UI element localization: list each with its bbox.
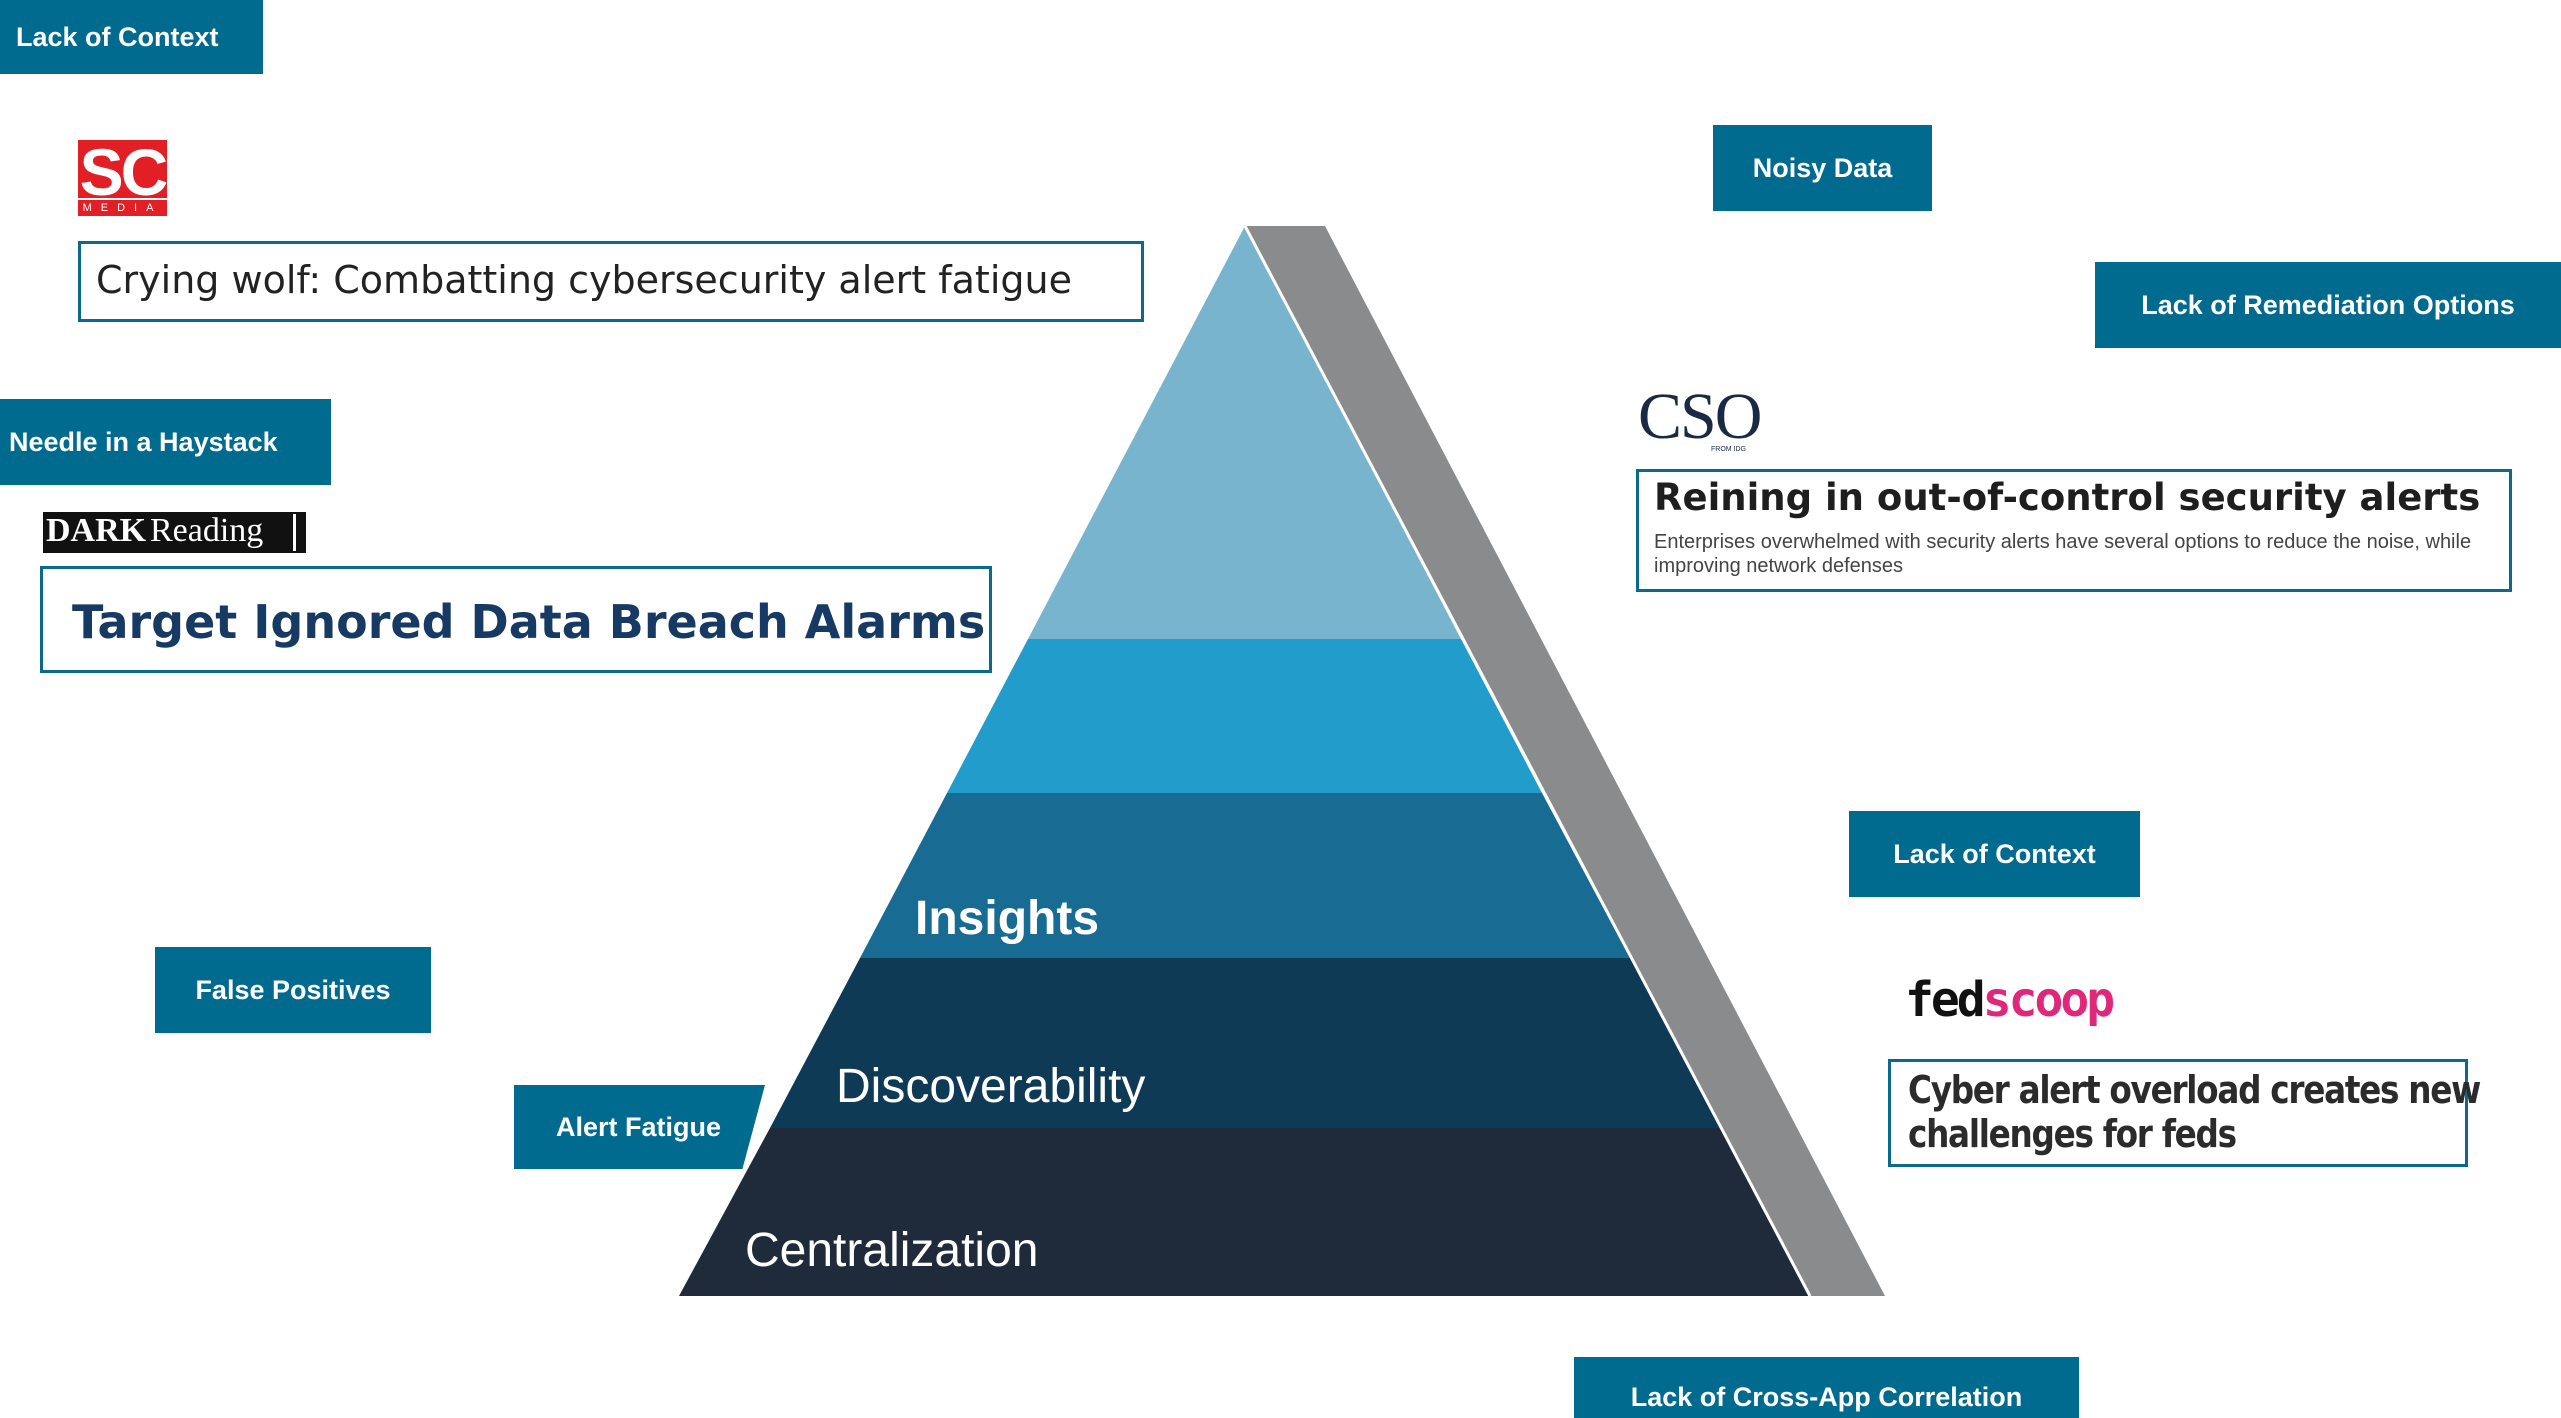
fedscoop-headline-line2: challenges for feds bbox=[1908, 1112, 2237, 1156]
sc-headline: Crying wolf: Combatting cybersecurity al… bbox=[96, 258, 1072, 302]
level-label-insights: Insights bbox=[915, 892, 1099, 945]
pyramid-level-top bbox=[1028, 226, 1461, 639]
pyramid-level-insights bbox=[860, 793, 1630, 958]
tag-alert-fatigue: Alert Fatigue bbox=[514, 1085, 765, 1169]
tag-noisy-data: Noisy Data bbox=[1713, 125, 1932, 211]
pyramid-level-discoverability bbox=[770, 958, 1720, 1128]
cso-headline: Reining in out-of-control security alert… bbox=[1654, 476, 2481, 519]
fedscoop-headline-card: Cyber alert overload creates new challen… bbox=[1888, 1059, 2481, 1167]
tag-lack-of-context-top: Lack of Context bbox=[0, 0, 263, 74]
pyramid-level-centralization bbox=[679, 1128, 1810, 1296]
pyramid-edge bbox=[1243, 225, 1812, 1297]
dark-reading-logo: DARK Reading bbox=[43, 512, 306, 553]
pyramid-side-face bbox=[1245, 226, 1885, 1296]
cso-headline-card: Reining in out-of-control security alert… bbox=[1636, 469, 2512, 592]
cso-logo: CSO FROM IDG bbox=[1638, 380, 1762, 454]
sc-headline-card: Crying wolf: Combatting cybersecurity al… bbox=[78, 241, 1144, 322]
sc-media-logo: SC MEDIA bbox=[78, 135, 168, 216]
pyramid-level-2 bbox=[947, 639, 1542, 793]
tag-needle-in-haystack: Needle in a Haystack bbox=[0, 399, 331, 485]
level-label-discoverability: Discoverability bbox=[836, 1060, 1145, 1113]
tag-false-positives: False Positives bbox=[155, 947, 431, 1033]
tag-lack-of-context-right: Lack of Context bbox=[1849, 811, 2140, 897]
fedscoop-headline-line1: Cyber alert overload creates new bbox=[1908, 1068, 2481, 1112]
cso-body: Enterprises overwhelmed with security al… bbox=[1654, 531, 2472, 577]
dark-reading-headline-card: Target Ignored Data Breach Alarms bbox=[40, 566, 992, 673]
dark-reading-headline: Target Ignored Data Breach Alarms bbox=[72, 595, 986, 649]
fedscoop-logo: fedscoop bbox=[1905, 972, 2115, 1028]
tag-cross-app-correlation: Lack of Cross-App Correlation bbox=[1574, 1357, 2079, 1418]
level-label-centralization: Centralization bbox=[745, 1224, 1038, 1277]
tag-lack-of-remediation: Lack of Remediation Options bbox=[2095, 262, 2561, 348]
